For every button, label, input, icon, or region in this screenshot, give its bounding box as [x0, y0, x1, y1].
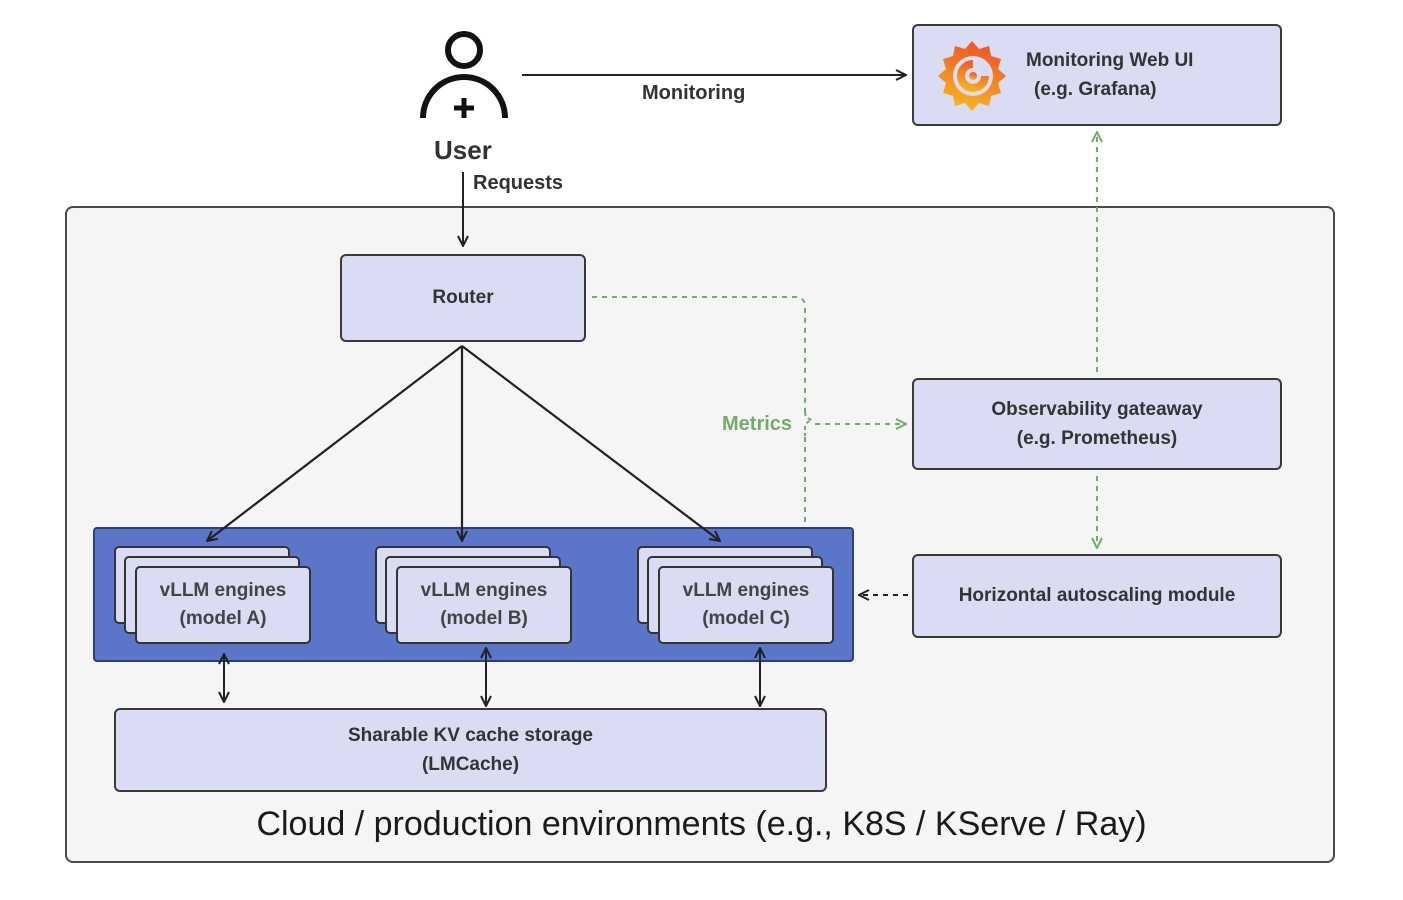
engine-c-title: vLLM engines — [682, 579, 810, 601]
monitoring-ui-title: Monitoring Web UI — [1026, 49, 1194, 71]
observability-subtitle: (e.g. Prometheus) — [1016, 428, 1178, 449]
engine-a-model: (model A) — [179, 608, 267, 629]
engine-a-title: vLLM engines — [159, 579, 287, 601]
router-to-engine-a-arrow — [207, 345, 463, 541]
monitoring-edge-label: Monitoring — [642, 82, 746, 104]
router-metrics-line — [592, 296, 806, 412]
metrics-edge-label: Metrics — [722, 413, 793, 435]
vllm-engine-model-b[interactable]: vLLM engines (model B) — [396, 566, 572, 644]
engine-c-model: (model C) — [702, 608, 790, 629]
kv-cache-title: Sharable KV cache storage — [348, 724, 593, 746]
horizontal-autoscaling-box[interactable]: Horizontal autoscaling module — [912, 554, 1282, 638]
vllm-engine-model-a[interactable]: vLLM engines (model A) — [135, 566, 311, 644]
router-label: Router — [432, 287, 494, 309]
router-to-engine-c-arrow — [461, 345, 720, 541]
monitoring-ui-subtitle: (e.g. Grafana) — [1034, 79, 1157, 100]
observability-gateway-box[interactable]: Observability gateaway (e.g. Prometheus) — [912, 378, 1282, 470]
vllm-engine-model-c[interactable]: vLLM engines (model C) — [658, 566, 834, 644]
environment-caption: Cloud / production environments (e.g., K… — [256, 805, 1147, 843]
requests-edge-label: Requests — [473, 172, 564, 194]
monitoring-web-ui-box[interactable]: Monitoring Web UI (e.g. Grafana) — [912, 24, 1282, 126]
router-box[interactable]: Router — [340, 254, 586, 342]
engine-b-title: vLLM engines — [420, 579, 548, 601]
engine-b-model: (model B) — [440, 608, 528, 629]
user-label: User — [434, 135, 492, 165]
user-icon — [420, 31, 508, 119]
kv-cache-subtitle: (LMCache) — [421, 754, 520, 775]
kv-cache-storage-box[interactable]: Sharable KV cache storage (LMCache) — [114, 708, 827, 792]
grafana-logo-icon — [938, 41, 1006, 111]
observability-title: Observability gateaway — [991, 398, 1203, 420]
autoscaler-label: Horizontal autoscaling module — [958, 585, 1236, 607]
metrics-brace — [804, 411, 816, 436]
